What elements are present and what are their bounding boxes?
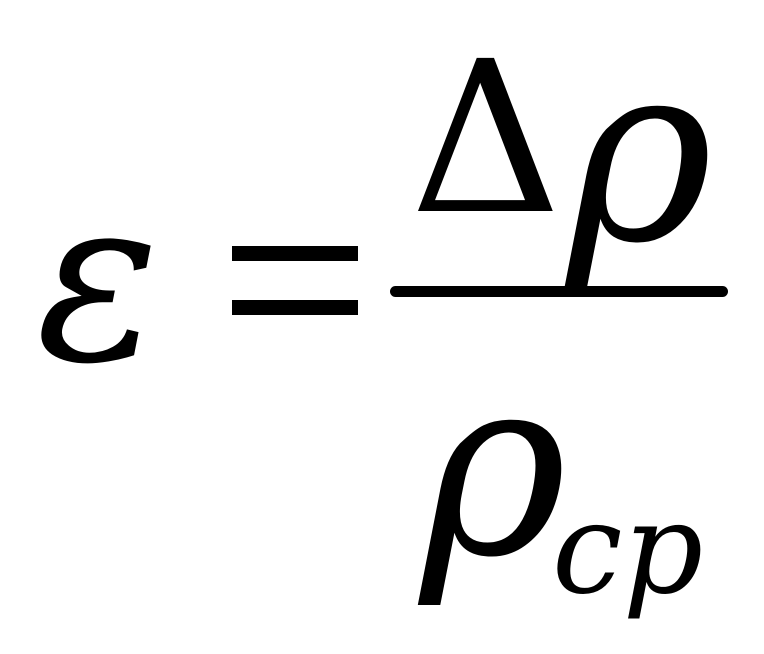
- denominator-subscript: cp: [552, 475, 704, 622]
- numerator-rho-symbol: ρ: [566, 7, 713, 298]
- equals-sign-top-bar: [232, 246, 358, 261]
- equals-sign-bottom-bar: [232, 300, 358, 315]
- fraction-bar: [390, 286, 728, 297]
- delta-symbol: Δ: [410, 16, 562, 261]
- denominator-rho-symbol: ρ: [420, 321, 567, 612]
- epsilon-symbol: ε: [36, 147, 160, 414]
